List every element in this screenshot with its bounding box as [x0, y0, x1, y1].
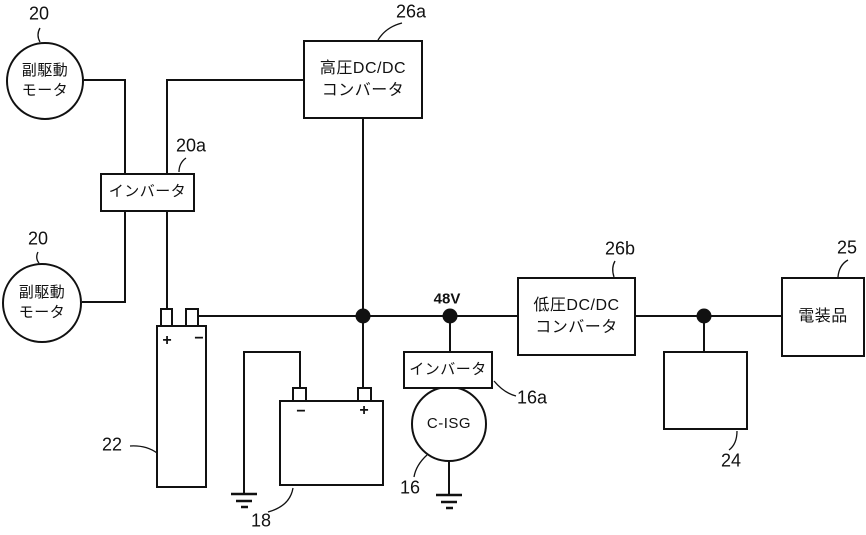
ref-16a: 16a [516, 387, 548, 408]
sub-drive-motor-top: 副駆動 モータ [6, 42, 84, 120]
ref-22: 22 [101, 434, 123, 455]
cisg-motor-generator: C-ISG [411, 386, 487, 462]
battery-48v-minus-sign: − [194, 330, 204, 347]
leader-26b [612, 260, 616, 278]
leader-20-top [37, 27, 41, 43]
ref-20a: 20a [175, 135, 207, 156]
lv-dcdc-converter-label: 低圧DC/DC コンバータ [533, 296, 620, 336]
load-box [663, 351, 748, 430]
ref-25: 25 [836, 237, 858, 258]
sub-drive-motor-top-label: 副駆動 モータ [21, 61, 69, 99]
leader-22 [129, 445, 158, 454]
leader-25 [837, 259, 849, 278]
wire-battery18-minus-to-ground [243, 351, 301, 493]
ref-26b: 26b [604, 238, 636, 259]
leader-26a [377, 22, 403, 41]
sub-drive-motor-bottom: 副駆動 モータ [2, 263, 82, 343]
leader-lines [36, 22, 849, 513]
battery-12v-plus-terminal [357, 387, 372, 402]
leader-20-bottom [36, 251, 40, 264]
sub-drive-motor-bottom-label: 副駆動 モータ [18, 283, 66, 321]
battery-48v-plus-sign: + [162, 332, 172, 349]
leader-18 [267, 487, 294, 513]
battery-12v-minus-sign: − [296, 403, 306, 420]
ref-20-top: 20 [28, 3, 50, 24]
hv-dcdc-converter-label: 高圧DC/DC コンバータ [319, 59, 407, 99]
ground-symbol [436, 493, 462, 510]
leader-24 [728, 430, 738, 451]
lv-dcdc-converter-box: 低圧DC/DC コンバータ [517, 277, 636, 356]
ref-26a: 26a [395, 1, 427, 22]
junction-dot [442, 308, 458, 324]
battery-48v-body [156, 325, 207, 488]
battery-48v-minus-terminal [185, 308, 199, 327]
battery-12v-plus-sign: + [359, 402, 369, 419]
hv-dcdc-converter-box: 高圧DC/DC コンバータ [303, 40, 423, 119]
junction-dot [696, 308, 712, 324]
junction-dot [355, 308, 371, 324]
battery-48v-plus-terminal [160, 308, 173, 327]
ref-20-bottom: 20 [27, 228, 49, 249]
electrical-equipment-box: 電装品 [781, 277, 865, 357]
cisg-inverter-label: インバータ [409, 360, 487, 378]
main-inverter-label: インバータ [108, 183, 187, 201]
leader-20a [178, 157, 187, 173]
main-inverter-box: インバータ [100, 173, 195, 212]
ref-16: 16 [399, 477, 421, 498]
bus-voltage-label: 48V [433, 290, 461, 308]
battery-12v-minus-terminal [292, 387, 307, 402]
electrical-equipment-label: 電装品 [798, 308, 848, 326]
ref-18: 18 [250, 510, 272, 531]
ref-24: 24 [720, 450, 742, 471]
leader-16a [493, 380, 517, 397]
cisg-label: C-ISG [426, 414, 472, 432]
cisg-inverter-box: インバータ [403, 351, 493, 389]
ground-symbol [231, 492, 257, 509]
battery-12v-body [279, 400, 384, 486]
leader-16 [413, 454, 428, 478]
wire-battery22-to-hv-converter [166, 79, 303, 308]
